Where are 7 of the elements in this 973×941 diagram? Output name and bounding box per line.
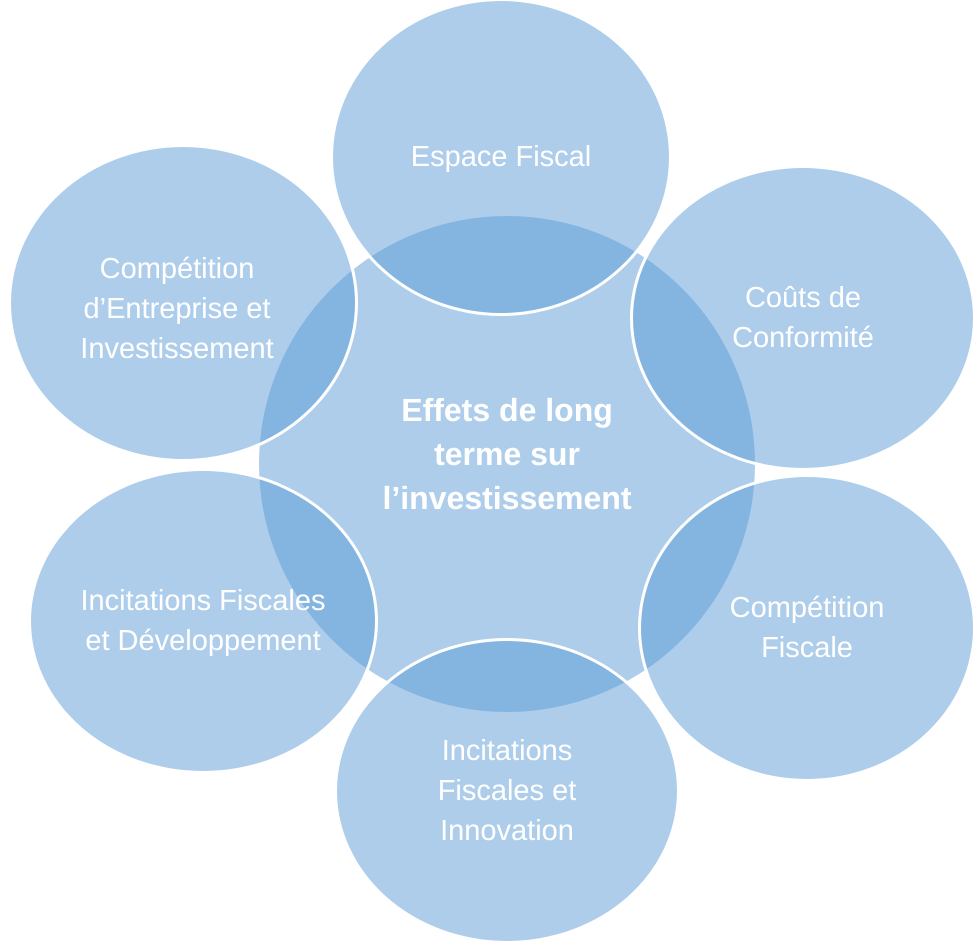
topic-label: Coûts de Conformité	[731, 281, 875, 356]
central-title: Effets de long terme sur l’investissement	[382, 391, 632, 518]
topic-label: Incitations Fiscales et Innovation	[436, 734, 578, 849]
topic-label: Compétition Fiscale	[728, 591, 886, 666]
topic-label: Espace Fiscal	[410, 140, 592, 175]
topic-label: Compétition d’Entreprise et Investissement	[79, 252, 275, 367]
topic-label: Incitations Fiscales et Développement	[80, 584, 326, 659]
